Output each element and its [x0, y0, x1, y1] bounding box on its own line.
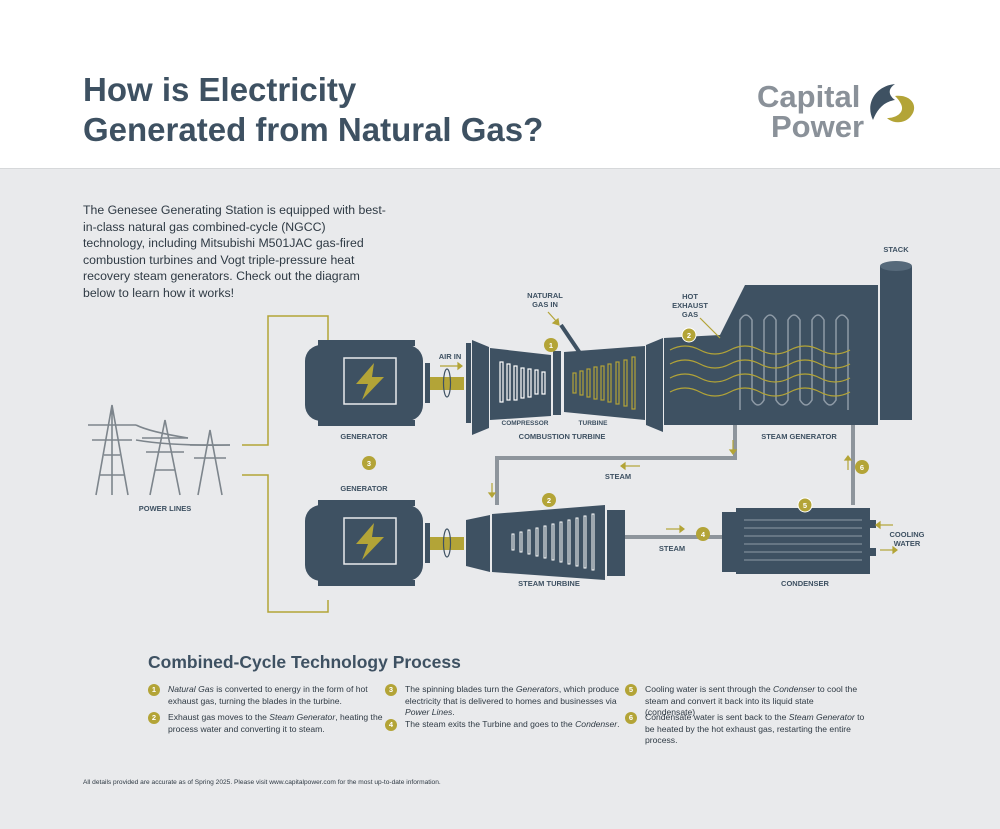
label-steam-turbine: STEAM TURBINE [518, 579, 580, 588]
step-em: Steam Generator [788, 712, 855, 722]
diagram-labels: NATURAL GAS IN HOT EXHAUST GAS STACK AIR… [139, 245, 925, 588]
process-step-6: 6 Condensate water is sent back to the St… [625, 712, 865, 747]
svg-text:4: 4 [701, 530, 706, 539]
step-number: 4 [385, 719, 397, 731]
title-line-1: How is Electricity [83, 71, 357, 108]
process-title: Combined-Cycle Technology Process [148, 652, 461, 672]
intro-paragraph: The Genesee Generating Station is equipp… [83, 203, 386, 300]
marker-2b [542, 493, 556, 507]
svg-text:2: 2 [687, 331, 691, 340]
steam-generator [664, 261, 912, 425]
footnote: All details provided are accurate as of … [83, 779, 441, 786]
power-line-top [242, 315, 329, 446]
steam-pipe [495, 420, 737, 505]
marker-4 [696, 527, 710, 541]
shaft [430, 377, 464, 390]
step-text: to cool the steam and convert it back in… [645, 684, 858, 717]
process-step-2: 2 Exhaust gas moves to the Steam Generato… [148, 712, 388, 735]
label-turbine: TURBINE [579, 420, 609, 427]
label-steam-lower: STEAM [659, 544, 685, 553]
svg-text:2: 2 [547, 496, 551, 505]
label-generator-bottom: GENERATOR [340, 484, 388, 493]
label-compressor: COMPRESSOR [502, 420, 549, 427]
step-em: Steam Generator [269, 712, 336, 722]
step-em: Condenser [773, 684, 816, 694]
rotation-icon [442, 368, 452, 398]
process-step-1: 1 Natural Gas is converted to energy in t… [148, 684, 388, 707]
step-em2: Power Lines [405, 707, 453, 717]
svg-text:6: 6 [860, 463, 864, 472]
step-text: is converted to energy in the form of ho… [168, 684, 368, 706]
step-pre: Cooling water is sent through the [645, 684, 774, 694]
svg-text:GAS: GAS [682, 310, 698, 319]
stack [880, 266, 912, 420]
step-pre: The spinning blades turn the [405, 684, 516, 694]
step-number: 3 [385, 684, 397, 696]
process-step-3: 3 The spinning blades turn the Generators… [385, 684, 625, 719]
label-condenser: CONDENSER [781, 579, 830, 588]
lightning-icon [356, 363, 384, 400]
capital-power-logo: Capital Power [757, 78, 927, 148]
svg-text:5: 5 [803, 501, 807, 510]
step-em: Condenser [575, 719, 618, 729]
label-natural-gas-in: NATURAL [527, 291, 563, 300]
step-markers: 1 2 3 2 4 5 6 [362, 327, 869, 541]
label-steam-generator: STEAM GENERATOR [761, 432, 837, 441]
marker-1 [544, 338, 558, 352]
power-lines-icon [88, 404, 231, 496]
combustion-turbine [466, 323, 663, 435]
step-em: Natural Gas [168, 684, 214, 694]
marker-3 [362, 456, 376, 470]
step-pre: The steam exits the Turbine and goes to … [405, 719, 576, 729]
lightning-icon [356, 523, 384, 560]
step-text: , heating the process water and converti… [168, 712, 383, 734]
step-text: to be heated by the hot exhaust gas, res… [645, 712, 865, 745]
svg-text:WATER: WATER [894, 539, 921, 548]
logo-line-2: Power [771, 109, 865, 144]
label-power-lines: POWER LINES [139, 504, 192, 513]
logo-swoosh-icon [870, 84, 915, 123]
steam-turbine [466, 505, 625, 580]
process-step-5: 5 Cooling water is sent through the Conde… [625, 684, 865, 719]
step-text: , which produce electricity that is deli… [405, 684, 620, 706]
svg-text:GAS IN: GAS IN [532, 300, 558, 309]
label-steam-upper: STEAM [605, 472, 631, 481]
label-combustion-turbine: COMBUSTION TURBINE [519, 432, 606, 441]
step-em: Generators [515, 684, 559, 694]
label-generator-top: GENERATOR [340, 432, 388, 441]
svg-text:3: 3 [367, 459, 371, 468]
label-cooling-water: COOLING [890, 530, 925, 539]
power-line-bottom [242, 474, 329, 613]
label-stack: STACK [883, 245, 909, 254]
marker-2 [681, 327, 697, 343]
label-air-in: AIR IN [439, 352, 462, 361]
condenser [722, 508, 876, 574]
process-step-4: 4 The steam exits the Turbine and goes to… [385, 719, 625, 731]
step-pre: Exhaust gas moves to the [168, 712, 270, 722]
generator-bottom [305, 500, 464, 586]
label-hot-exhaust-gas: HOT [682, 292, 698, 301]
generator-top [305, 340, 464, 426]
step-post: . [452, 707, 455, 717]
svg-text:EXHAUST: EXHAUST [672, 301, 708, 310]
step-number: 1 [148, 684, 160, 696]
logo-line-1: Capital [757, 79, 861, 114]
step-number: 6 [625, 712, 637, 724]
title-line-2: Generated from Natural Gas? [83, 111, 544, 148]
rotation-icon [442, 528, 452, 558]
marker-5 [797, 497, 813, 513]
step-number: 5 [625, 684, 637, 696]
step-text: . [617, 719, 620, 729]
svg-text:1: 1 [549, 341, 553, 350]
marker-6 [855, 460, 869, 474]
step-number: 2 [148, 712, 160, 724]
step-pre: Condensate water is sent back to the [645, 712, 789, 722]
